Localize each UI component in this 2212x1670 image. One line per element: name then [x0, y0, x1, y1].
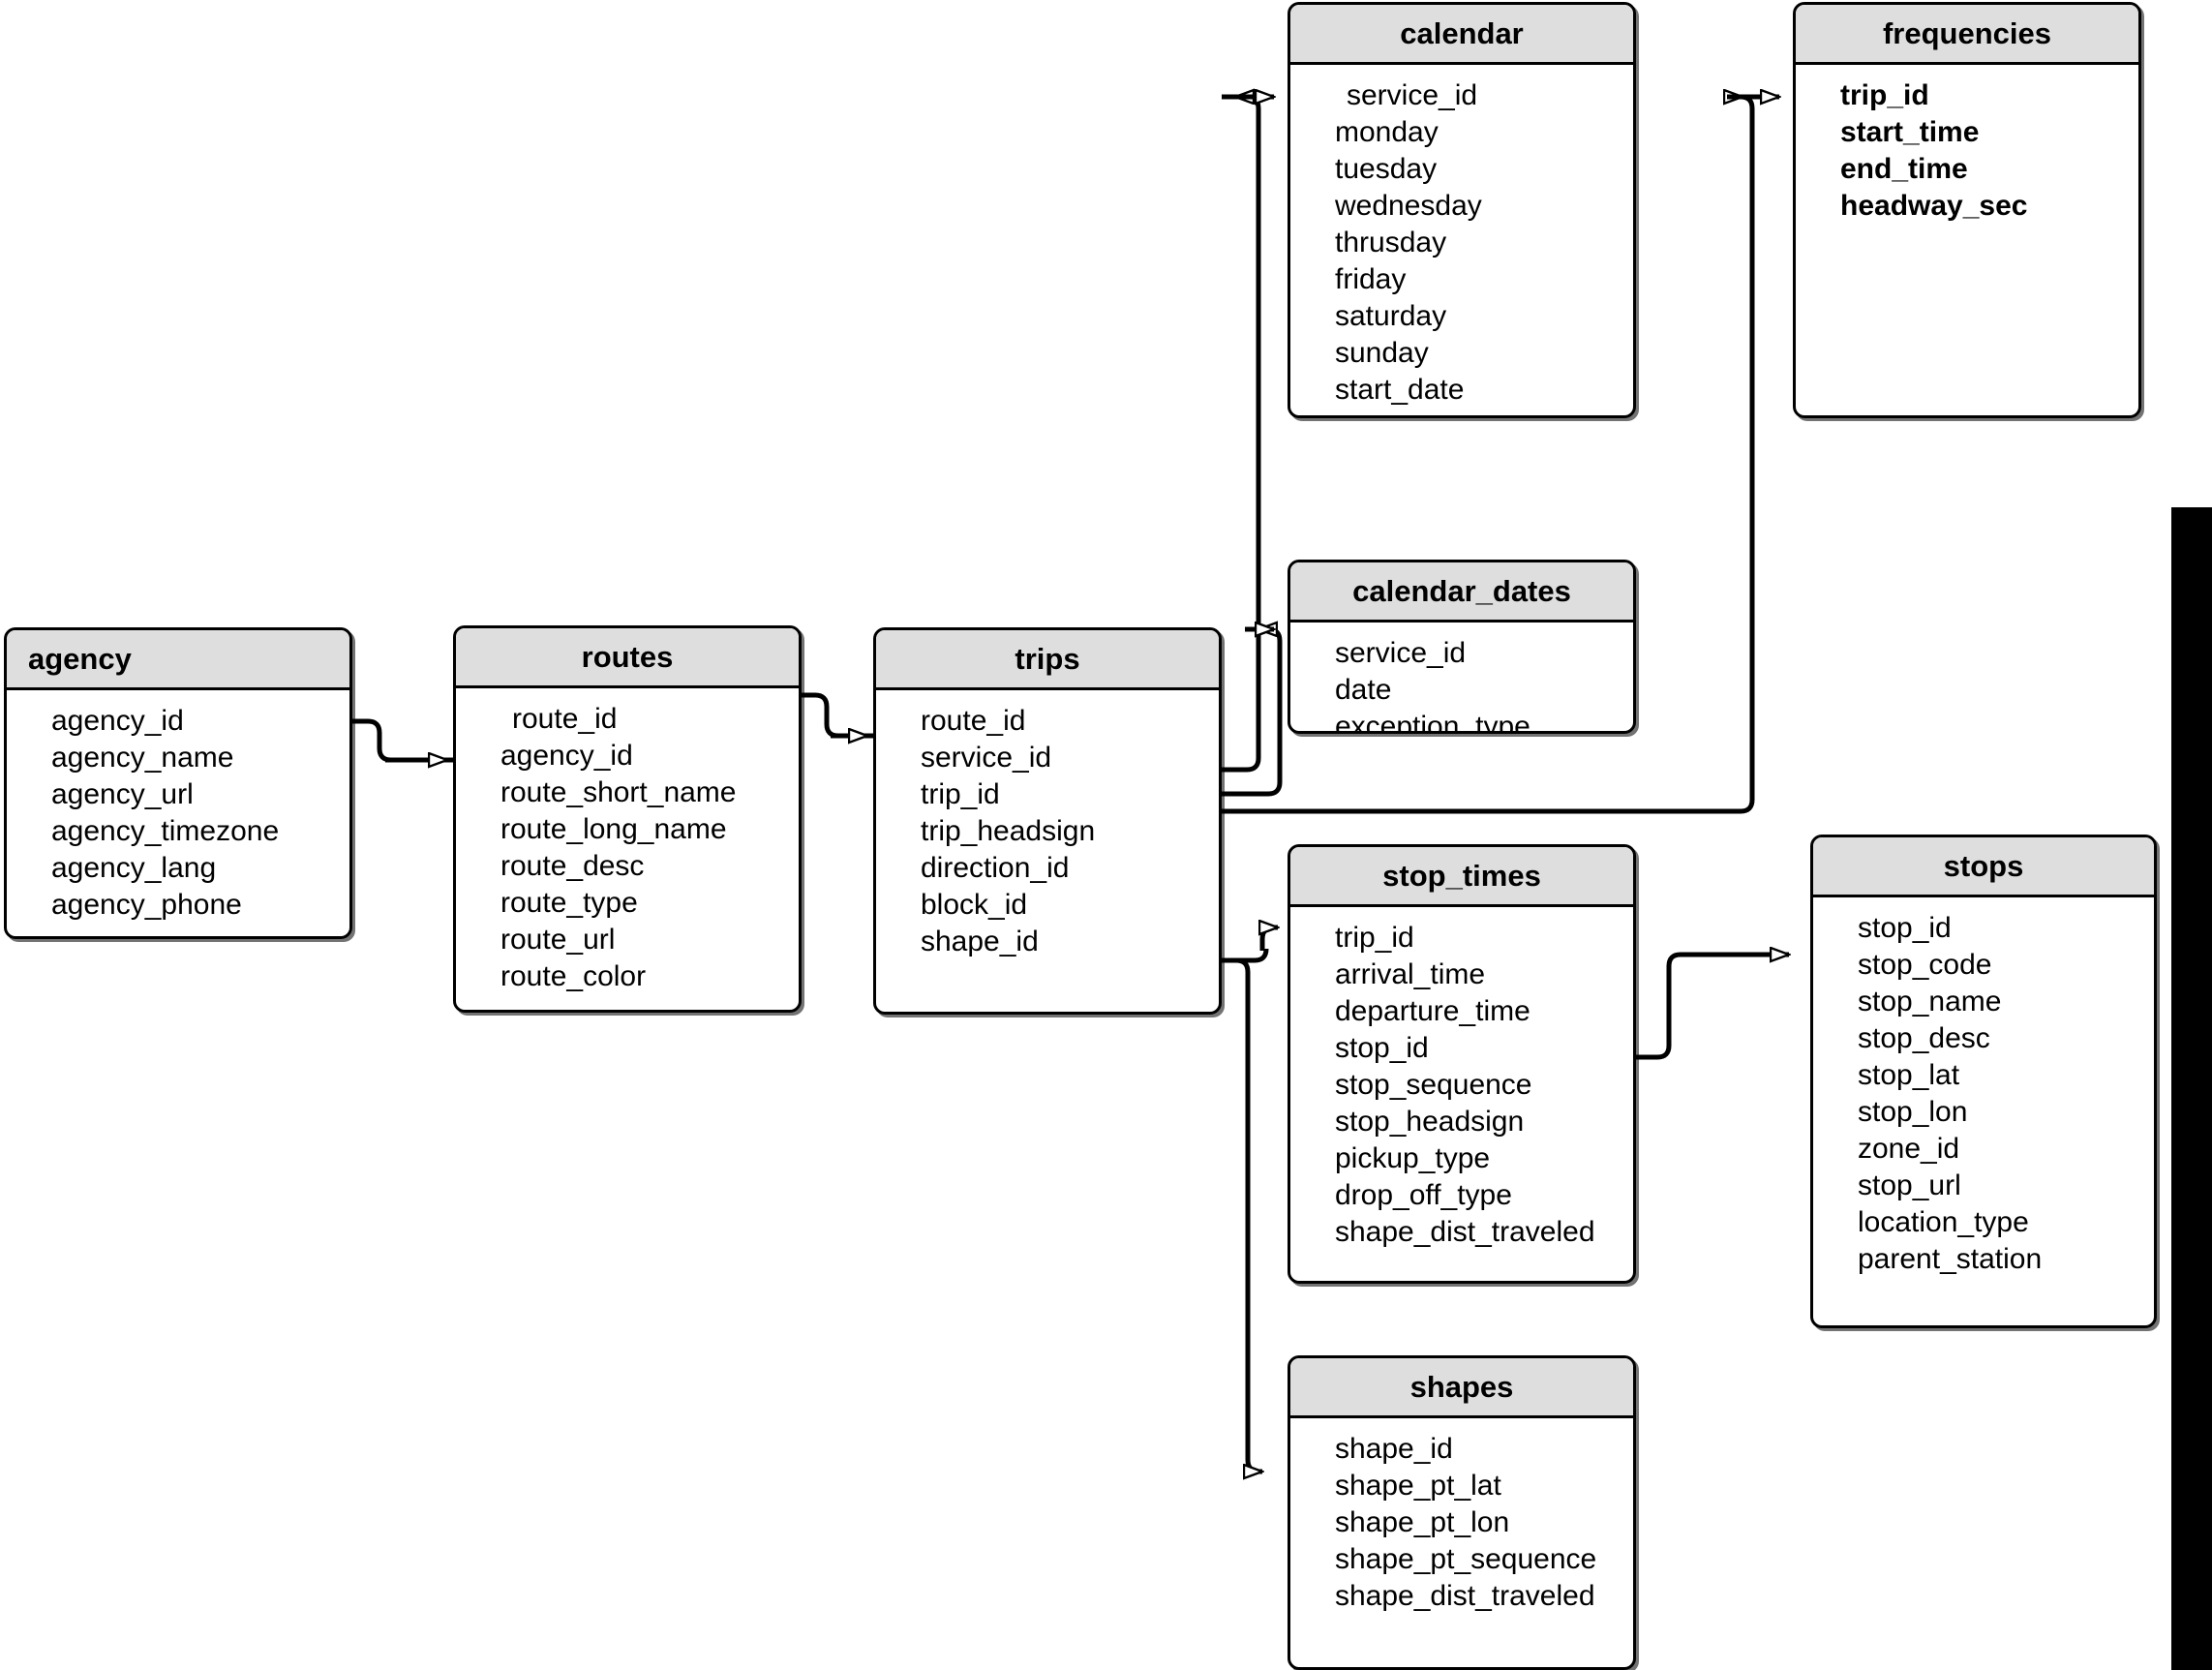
field-routes-route_url[interactable]: route_url	[500, 924, 616, 956]
field-frequencies-headway_sec[interactable]: headway_sec	[1840, 190, 2028, 222]
field-calendar-thrusday[interactable]: thrusday	[1335, 227, 1447, 258]
rel-trips-shapes	[1212, 957, 1262, 1472]
field-stops-parent_station[interactable]: parent_station	[1858, 1243, 2043, 1275]
field-stops-location_type[interactable]: location_type	[1858, 1206, 2029, 1238]
field-routes-route_type[interactable]: route_type	[500, 887, 638, 919]
field-trips-service_id[interactable]: service_id	[921, 742, 1052, 774]
field-routes-route_long_name[interactable]: route_long_name	[500, 813, 727, 845]
entity-title-calendar_dates: calendar_dates	[1290, 562, 1633, 622]
field-calendar-service_id[interactable]: service_id	[1347, 79, 1478, 111]
entity-fields-frequencies: trip_id start_time end_time headway_sec	[1796, 65, 2138, 234]
field-stops-stop_lon[interactable]: stop_lon	[1858, 1096, 1968, 1128]
field-agency-agency_url[interactable]: agency_url	[51, 778, 194, 810]
entity-title-stops: stops	[1813, 837, 2154, 897]
field-stop_times-departure_time[interactable]: departure_time	[1335, 995, 1530, 1027]
field-stops-stop_code[interactable]: stop_code	[1858, 949, 1992, 981]
field-calendar-monday[interactable]: monday	[1335, 116, 1439, 148]
field-stop_times-stop_headsign[interactable]: stop_headsign	[1335, 1106, 1525, 1138]
field-trips-route_id[interactable]: route_id	[921, 705, 1026, 737]
field-calendar-start_date[interactable]: start_date	[1335, 374, 1465, 406]
field-routes-route_id[interactable]: route_id	[512, 703, 618, 735]
field-frequencies-start_time[interactable]: start_time	[1840, 116, 1980, 148]
entity-title-trips: trips	[876, 630, 1219, 690]
field-routes-agency_id[interactable]: agency_id	[500, 740, 633, 772]
field-stop_times-trip_id[interactable]: trip_id	[1335, 922, 1414, 954]
field-agency-agency_id[interactable]: agency_id	[51, 705, 184, 737]
field-calendar-sunday[interactable]: sunday	[1335, 337, 1429, 369]
field-calendar_dates-service_id[interactable]: service_id	[1335, 637, 1467, 669]
field-stops-stop_lat[interactable]: stop_lat	[1858, 1059, 1960, 1091]
entity-title-agency: agency	[7, 630, 349, 690]
field-trips-block_id[interactable]: block_id	[921, 889, 1028, 921]
rel-trips-stop-times-main	[1262, 927, 1278, 951]
entity-title-shapes: shapes	[1290, 1358, 1633, 1418]
field-shapes-shape_pt_lon[interactable]: shape_pt_lon	[1335, 1506, 1510, 1538]
field-stop_times-stop_sequence[interactable]: stop_sequence	[1335, 1069, 1532, 1101]
field-routes-route_desc[interactable]: route_desc	[500, 850, 645, 882]
field-agency-agency_name[interactable]: agency_name	[51, 742, 234, 774]
entity-trips[interactable]: trips route_id service_id trip_id trip_heads…	[873, 627, 1222, 1015]
field-shapes-shape_dist_traveled[interactable]: shape_dist_traveled	[1335, 1580, 1595, 1612]
rel-trips-stop-times-seg	[1251, 933, 1262, 960]
entity-fields-stop_times: trip_id arrival_time departure_time stop_id…	[1290, 907, 1633, 1260]
field-stop_times-stop_id[interactable]: stop_id	[1335, 1032, 1429, 1064]
field-stop_times-drop_off_type[interactable]: drop_off_type	[1335, 1179, 1512, 1211]
field-calendar_dates-date[interactable]: date	[1335, 674, 1392, 706]
entity-title-calendar: calendar	[1290, 5, 1633, 65]
field-shapes-shape_pt_lat[interactable]: shape_pt_lat	[1335, 1470, 1501, 1502]
entity-fields-shapes: shape_id shape_pt_lat shape_pt_lon shape_pt…	[1290, 1418, 1633, 1624]
field-agency-agency_timezone[interactable]: agency_timezone	[51, 815, 280, 847]
field-stops-stop_url[interactable]: stop_url	[1858, 1169, 1961, 1201]
entity-fields-stops: stop_id stop_code stop_name stop_desc stop_l…	[1813, 897, 2154, 1288]
field-calendar-saturday[interactable]: saturday	[1335, 300, 1447, 332]
entity-title-stop_times: stop_times	[1290, 847, 1633, 907]
entity-title-frequencies: frequencies	[1796, 5, 2138, 65]
field-routes-route_short_name[interactable]: route_short_name	[500, 776, 737, 808]
field-trips-direction_id[interactable]: direction_id	[921, 852, 1070, 884]
field-shapes-shape_pt_sequence[interactable]: shape_pt_sequence	[1335, 1543, 1597, 1575]
field-calendar-wednesday[interactable]: wednesday	[1335, 190, 1482, 222]
field-agency-agency_phone[interactable]: agency_phone	[51, 889, 242, 921]
field-stop_times-arrival_time[interactable]: arrival_time	[1335, 958, 1486, 990]
field-stops-zone_id[interactable]: zone_id	[1858, 1133, 1960, 1165]
entity-fields-agency: agency_id agency_name agency_url agency_tim…	[7, 690, 349, 933]
entity-fields-routes: route_id agency_id route_short_name route_l…	[456, 688, 799, 1005]
field-trips-trip_headsign[interactable]: trip_headsign	[921, 815, 1096, 847]
right-black-bar	[2171, 507, 2212, 1670]
field-stops-stop_id[interactable]: stop_id	[1858, 912, 1952, 944]
field-agency-agency_lang[interactable]: agency_lang	[51, 852, 217, 884]
field-trips-trip_id[interactable]: trip_id	[921, 778, 1000, 810]
field-calendar_dates-exception_type[interactable]: exception_type	[1335, 711, 1530, 734]
field-shapes-shape_id[interactable]: shape_id	[1335, 1433, 1453, 1465]
field-stops-stop_desc[interactable]: stop_desc	[1858, 1022, 1990, 1054]
entity-title-routes: routes	[456, 628, 799, 688]
field-frequencies-end_time[interactable]: end_time	[1840, 153, 1968, 185]
field-calendar-friday[interactable]: friday	[1335, 263, 1407, 295]
field-stops-stop_name[interactable]: stop_name	[1858, 986, 2002, 1017]
field-calendar-tuesday[interactable]: tuesday	[1335, 153, 1438, 185]
field-routes-route_color[interactable]: route_color	[500, 960, 647, 992]
entity-stop_times[interactable]: stop_times trip_id arrival_time departure_t…	[1288, 844, 1636, 1284]
field-stop_times-shape_dist_traveled[interactable]: shape_dist_traveled	[1335, 1216, 1595, 1248]
field-trips-shape_id[interactable]: shape_id	[921, 926, 1039, 957]
field-stop_times-pickup_type[interactable]: pickup_type	[1335, 1142, 1491, 1174]
field-frequencies-trip_id[interactable]: trip_id	[1840, 79, 1929, 111]
